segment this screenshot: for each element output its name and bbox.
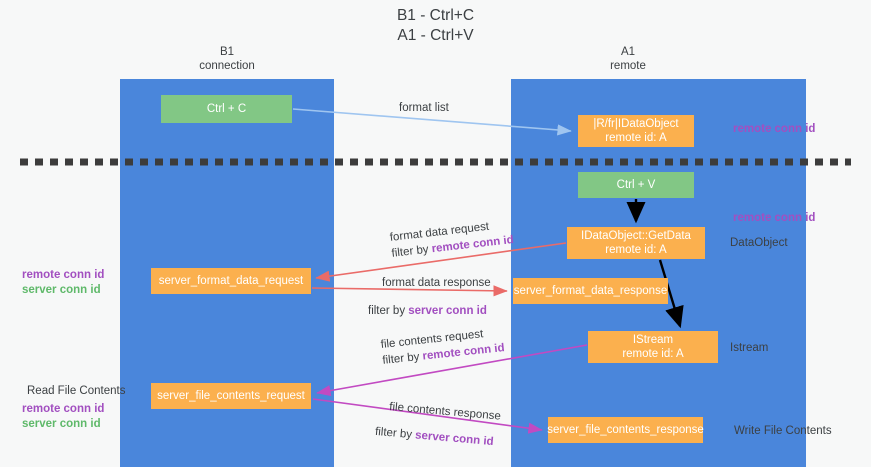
- label-istream: Istream: [730, 342, 769, 354]
- filter-prefix: filter by: [391, 243, 433, 260]
- filter-prefix: filter by: [374, 425, 416, 442]
- node-idataobject[interactable]: |R/fr|IDataObject remote id: A: [578, 115, 694, 147]
- annotation-file-contents-response: file contents response filter by server …: [375, 399, 502, 451]
- filter-key-server-conn-id: server conn id: [414, 429, 495, 449]
- filter-prefix: filter by: [381, 350, 424, 367]
- label-left-bottom-server-conn-id: server conn id: [22, 418, 101, 430]
- label-remote-conn-id-top: remote conn id: [733, 123, 816, 135]
- node-server-format-data-request[interactable]: server_format_data_request: [151, 268, 311, 294]
- annotation-format-data-request: format data request filter by remote con…: [389, 216, 515, 262]
- label-left-mid-remote-conn-id: remote conn id: [22, 269, 105, 281]
- annotation-file-contents-response-title: file contents response: [388, 400, 502, 423]
- annotation-file-contents-response-filter: filter by server conn id: [374, 424, 499, 451]
- filter-key-server-conn-id: server conn id: [408, 305, 487, 317]
- node-server-format-data-response[interactable]: server_format_data_response: [513, 278, 668, 304]
- annotation-format-data-response-title: format data response: [382, 277, 491, 289]
- node-istream[interactable]: IStream remote id: A: [588, 331, 718, 363]
- node-ctrl-c[interactable]: Ctrl + C: [161, 95, 292, 123]
- label-group-left-mid: remote conn id server conn id: [22, 268, 104, 298]
- label-left-bottom-remote-conn-id: remote conn id: [22, 403, 105, 415]
- node-server-file-contents-response[interactable]: server_file_contents_response: [547, 417, 704, 443]
- lane-header-b1: B1 connection: [199, 46, 255, 72]
- node-server-file-contents-request[interactable]: server_file_contents_request: [151, 383, 311, 409]
- label-remote-conn-id-mid: remote conn id: [733, 212, 816, 224]
- annotation-format-data-response-filter: filter by server conn id: [368, 303, 491, 319]
- label-format-list: format list: [399, 102, 449, 114]
- filter-prefix: filter by: [368, 305, 409, 317]
- label-group-left-bottom: remote conn id server conn id: [22, 402, 104, 432]
- label-write-file-contents: Write File Contents: [734, 425, 832, 437]
- lane-header-a1: A1 remote: [610, 46, 646, 72]
- node-idataobject-getdata[interactable]: IDataObject::GetData remote id: A: [567, 227, 705, 259]
- diagram-title: B1 - Ctrl+C A1 - Ctrl+V: [396, 7, 475, 44]
- label-dataobject: DataObject: [730, 237, 788, 249]
- annotation-file-contents-request: file contents request filter by remote c…: [380, 324, 505, 369]
- node-ctrl-v[interactable]: Ctrl + V: [578, 172, 694, 198]
- label-left-mid-server-conn-id: server conn id: [22, 284, 101, 296]
- annotation-format-data-response: format data response filter by server co…: [368, 275, 491, 319]
- label-read-file-contents: Read File Contents: [27, 385, 126, 397]
